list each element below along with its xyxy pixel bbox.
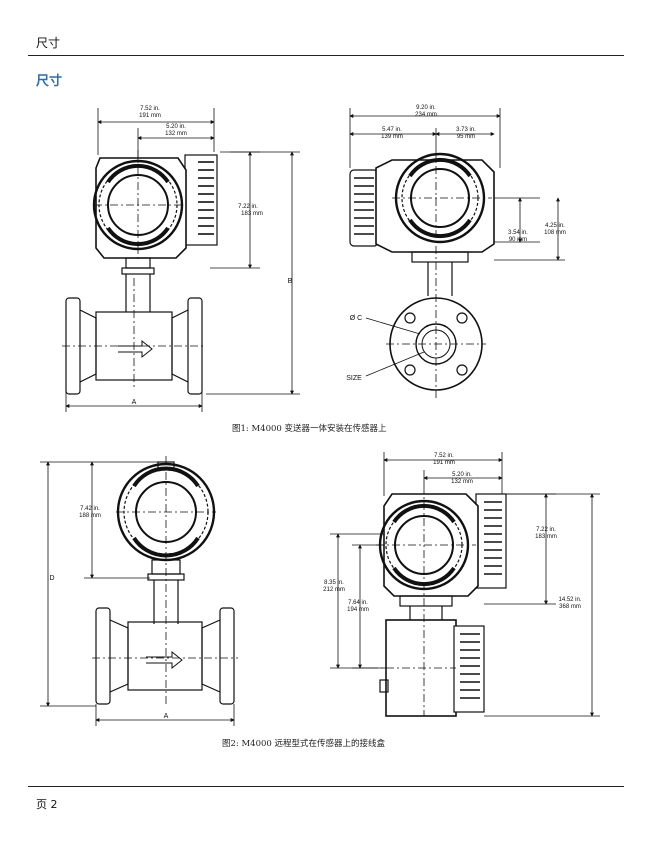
dim-label: 132 mm [451, 479, 473, 485]
dim-label: 8.35 in. [324, 580, 344, 586]
footer-rule [28, 786, 624, 787]
dim-label: 212 mm [323, 587, 345, 593]
dim-label: 7.42 in. [80, 506, 100, 512]
section-title: 尺寸 [36, 74, 63, 89]
dim-label: 90 mm [509, 237, 527, 243]
dim-label: 368 mm [559, 604, 581, 610]
fig1-front-view [62, 150, 218, 395]
dim-label: 188 mm [79, 513, 101, 519]
figure-2-caption: 图2: M4000 远程型式在传感器上的接线盒 [222, 739, 386, 749]
dim-label-a: A [132, 399, 137, 406]
dim-label: 139 mm [381, 134, 403, 140]
dim-label: 5.47 in. [382, 127, 402, 133]
dim-label: 5.20 in. [452, 472, 472, 478]
dim-label: 3.73 in. [456, 127, 476, 133]
header-rule [28, 55, 624, 56]
fig1-side-view [349, 150, 495, 398]
dim-label: 183 mm [535, 534, 557, 540]
dim-label: 191 mm [139, 113, 161, 119]
fig2-remote-transmitter [370, 486, 507, 717]
dim-label: 191 mm [433, 460, 455, 466]
page-header-title: 尺寸 [36, 36, 61, 50]
dim-label-size: SIZE [346, 375, 362, 382]
dim-label: 4.25 in. [545, 223, 565, 229]
dim-label-d: D [49, 575, 54, 582]
dim-label-phi-c: Ø C [350, 315, 362, 322]
page-number: 页 2 [36, 798, 58, 811]
dim-label: 14.52 in. [558, 597, 581, 603]
dim-label: 95 mm [457, 134, 475, 140]
dim-label: 194 mm [347, 607, 369, 613]
dim-label: 108 mm [544, 230, 566, 236]
dim-label: 7.52 in. [434, 453, 454, 459]
dim-label: 3.54 in. [508, 230, 528, 236]
dim-label: 132 mm [165, 131, 187, 137]
dim-label-b: B [288, 278, 293, 285]
figure-1-caption: 图1: M4000 变送器一体安装在传感器上 [232, 424, 387, 434]
dim-label: 7.22 in. [238, 204, 258, 210]
fig2-front-view [92, 456, 238, 706]
dim-label: 183 mm [241, 211, 263, 217]
dim-label: 9.20 in. [416, 105, 436, 111]
dim-label: 7.64 in. [348, 600, 368, 606]
dim-label: 7.22 in. [536, 527, 556, 533]
dim-label: 5.20 in. [166, 124, 186, 130]
dim-label: 7.52 in. [140, 106, 160, 112]
dim-label: 234 mm [415, 112, 437, 118]
dim-label-a: A [164, 713, 169, 720]
